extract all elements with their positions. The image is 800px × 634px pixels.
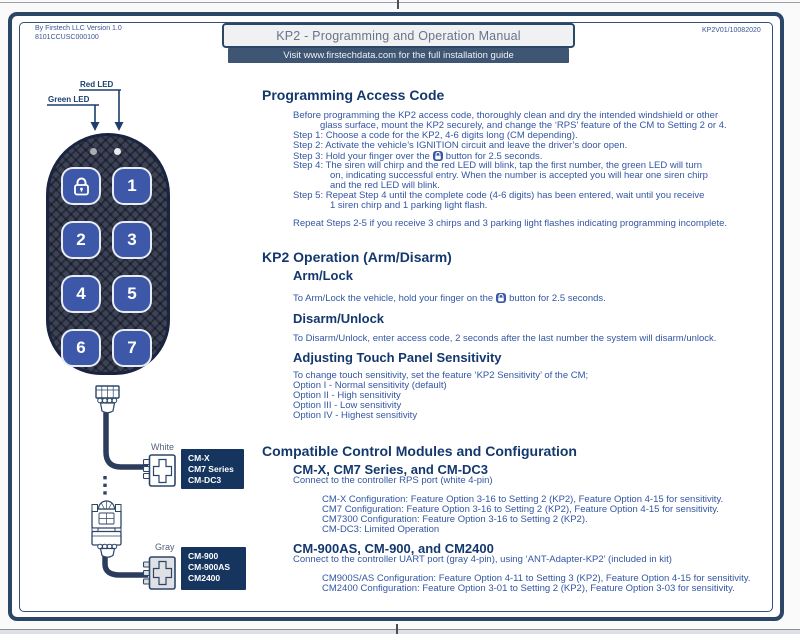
white-harness-wire: [103, 412, 148, 470]
keypad-button-5: 5: [112, 275, 152, 313]
rps-module-1: CM-X: [188, 453, 210, 463]
white-connector-label: White: [151, 442, 175, 452]
keypad-button-7: 7: [112, 329, 152, 367]
title-box: KP2 - Programming and Operation Manual: [222, 23, 575, 48]
page-frame-inner-rule: [19, 22, 773, 612]
armlock-text-pre: To Arm/Lock the vehicle, hold your finge…: [293, 293, 494, 304]
rps-config-line-3: CM7300 Configuration: Feature Option 3-1…: [322, 514, 588, 525]
rps-modules-box: CM-X CM7 Series CM-DC3: [181, 449, 244, 489]
led-leader-lines: [47, 89, 121, 123]
keypad-button-6: 6: [61, 329, 101, 367]
lock-button-icon: [432, 151, 443, 161]
green-led: [90, 148, 97, 155]
disarm-line: To Disarm/Unlock, enter access code, 2 s…: [293, 333, 717, 344]
step-3-text-pre: Step 3: Hold your finger over the: [293, 151, 430, 162]
rps-module-3: CM-DC3: [188, 475, 222, 485]
uart-config-line-1: CM900S/AS Configuration: Feature Option …: [322, 573, 751, 584]
rps-config-line-4: CM-DC3: Limited Operation: [322, 524, 440, 535]
page-title: KP2 - Programming and Operation Manual: [276, 28, 521, 43]
armlock-text-post: button for 2.5 seconds.: [509, 293, 606, 304]
modules-heading: Compatible Control Modules and Configura…: [262, 443, 577, 459]
sensitivity-option-3: Option III - Low sensitivity: [293, 400, 402, 411]
sensitivity-heading: Adjusting Touch Panel Sensitivity: [293, 350, 502, 365]
version-text: By Firstech LLC Version 1.0 8101CCUSC000…: [35, 25, 122, 42]
green-led-arrow: [90, 122, 100, 131]
keypad-button-1: 1: [112, 167, 152, 205]
red-led-arrow: [114, 122, 124, 131]
armlock-line: To Arm/Lock the vehicle, hold your finge…: [293, 293, 606, 304]
keypad-button-3: 3: [112, 221, 152, 259]
step-4-line2: on, indicating successful entry. When th…: [330, 170, 708, 181]
step-1-line: Step 1: Choose a code for the KP2, 4-6 d…: [293, 130, 578, 141]
wiring-diagram: [47, 89, 176, 590]
armlock-heading: Arm/Lock: [293, 268, 353, 283]
uart-config-line-2: CM2400 Configuration: Feature Option 3-0…: [322, 583, 735, 594]
website-banner: Visit www.firstechdata.com for the full …: [228, 48, 569, 63]
uart-group-heading: CM-900AS, CM-900, and CM2400: [293, 541, 494, 556]
uart-group-subtitle: Connect to the controller UART port (gra…: [293, 554, 672, 565]
rps-config-line-2: CM7 Configuration: Feature Option 3-16 t…: [322, 504, 719, 515]
keypad-connector: [95, 385, 120, 414]
lock-button-icon: [496, 293, 507, 303]
programming-intro-line1: Before programming the KP2 access code, …: [293, 110, 719, 121]
sensitivity-option-2: Option II - High sensitivity: [293, 390, 401, 401]
page-fold-tick-top: [397, 0, 399, 9]
adapter-female-connector: [91, 527, 122, 558]
gray-plug: [142, 556, 176, 590]
white-plug: [142, 454, 176, 487]
gray-harness-wire: [102, 556, 148, 578]
green-led-label: Green LED: [48, 95, 90, 104]
sensitivity-option-4: Option IV - Highest sensitivity: [293, 410, 418, 421]
rps-group-subtitle: Connect to the controller RPS port (whit…: [293, 475, 493, 486]
top-edge-line: [0, 2, 800, 3]
sensitivity-option-1: Option I - Normal sensitivity (default): [293, 380, 447, 391]
sensitivity-intro: To change touch sensitivity, set the fea…: [293, 370, 589, 381]
rps-config-line-1: CM-X Configuration: Feature Option 3-16 …: [322, 494, 724, 505]
uart-module-3: CM2400: [188, 573, 221, 583]
step-3-text-post: button for 2.5 seconds.: [445, 151, 543, 162]
version-line-1: By Firstech LLC Version 1.0: [35, 25, 122, 32]
adapter-male-connector: [91, 500, 122, 529]
bottom-strip: [0, 630, 800, 634]
operation-heading: KP2 Operation (Arm/Disarm): [262, 249, 452, 265]
programming-heading: Programming Access Code: [262, 87, 445, 103]
rps-module-2: CM7 Series: [188, 464, 234, 474]
keypad-button-4: 4: [61, 275, 101, 313]
bottom-edge-line: [0, 629, 800, 630]
keypad-button-lock: [61, 167, 101, 205]
uart-module-2: CM-900AS: [188, 562, 231, 572]
gray-connector-label: Gray: [155, 542, 175, 552]
rps-group-heading: CM-X, CM7 Series, and CM-DC3: [293, 462, 489, 477]
disarm-heading: Disarm/Unlock: [293, 311, 385, 326]
red-led-label: Red LED: [80, 80, 114, 89]
red-led: [114, 148, 121, 155]
lock-icon: [72, 176, 91, 197]
uart-modules-box: CM-900 CM-900AS CM2400: [181, 547, 246, 590]
programming-intro-line2: glass surface, mount the KP2 securely, a…: [320, 120, 727, 131]
step-3-line: Step 3: Hold your finger over the button …: [293, 151, 542, 162]
keypad-button-2: 2: [61, 221, 101, 259]
version-line-2: 8101CCUSC000100: [35, 33, 99, 41]
uart-module-1: CM-900: [188, 551, 219, 561]
step-2-line: Step 2: Activate the vehicle’s IGNITION …: [293, 140, 628, 151]
doc-code: KP2V01/10082020: [702, 27, 761, 34]
step-5-line1: Step 5: Repeat Step 4 until the complete…: [293, 190, 705, 201]
step-4-line3: and the red LED will blink.: [330, 180, 440, 191]
step-5-line2: 1 siren chirp and 1 parking light flash.: [330, 200, 488, 211]
step-4-line1: Step 4: The siren will chirp and the red…: [293, 160, 703, 171]
repeat-note: Repeat Steps 2-5 if you receive 3 chirps…: [293, 218, 728, 229]
page-fold-tick-bottom: [396, 624, 398, 634]
website-banner-text: Visit www.firstechdata.com for the full …: [283, 50, 514, 61]
